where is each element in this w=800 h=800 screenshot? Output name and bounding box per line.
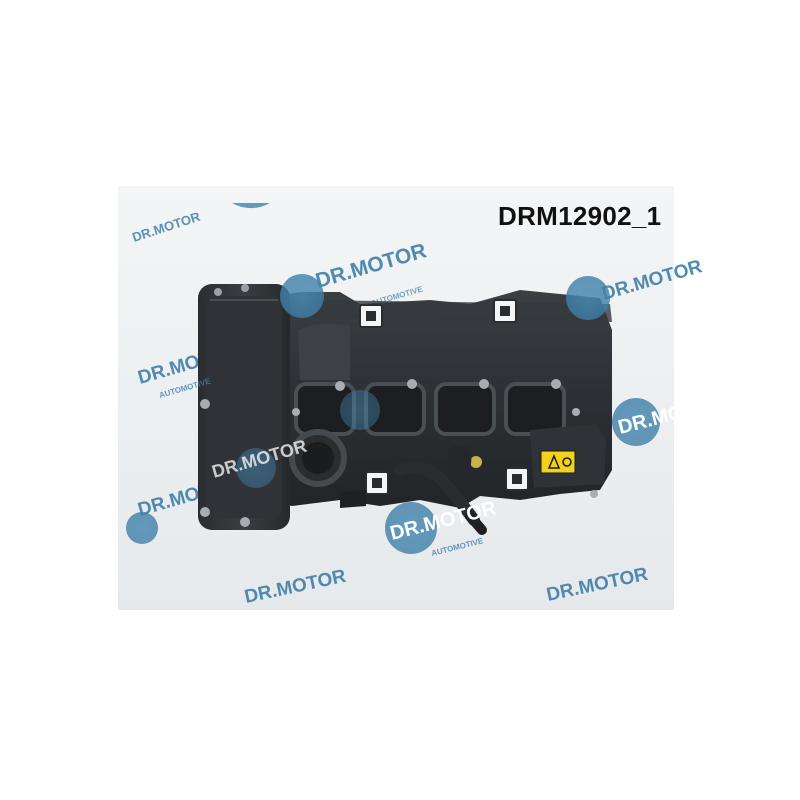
watermark-disc	[126, 512, 158, 544]
oil-filler-opening	[302, 442, 334, 474]
coil-wells	[292, 379, 580, 436]
clip-hole	[512, 474, 522, 484]
watermark-disc	[236, 448, 276, 488]
clip-hole	[372, 478, 382, 488]
warning-sticker-icon	[540, 450, 576, 474]
clip-hole	[500, 306, 510, 316]
bolt	[407, 379, 417, 389]
bolt	[479, 379, 489, 389]
coil-well	[504, 382, 566, 436]
watermark-disc	[280, 274, 324, 318]
sensor-port	[470, 456, 482, 468]
cover-dome	[298, 323, 350, 380]
watermark-text: DR.MOTOR	[313, 239, 429, 293]
watermark-text: DR.MOTOR	[243, 566, 348, 608]
bolt	[292, 408, 300, 416]
valve-cover	[198, 284, 612, 535]
bolt	[240, 517, 250, 527]
bolt	[551, 379, 561, 389]
watermark-disc	[612, 398, 660, 446]
watermark-tagline: AUTOMOTIVE	[430, 536, 484, 558]
bolt	[200, 399, 210, 409]
bolt	[241, 284, 249, 292]
oil-separator-top	[206, 296, 282, 518]
watermark-text: DR.MOTOR	[545, 564, 650, 606]
product-sku: DRM12902_1	[498, 201, 662, 231]
sensor-boss	[448, 445, 472, 476]
clip-hole	[366, 311, 376, 321]
watermark-text: DR.MOTOR	[130, 209, 202, 245]
pcv-hose-end	[465, 511, 487, 535]
watermark-disc	[385, 502, 437, 554]
bolt	[590, 490, 598, 498]
bolt	[214, 288, 222, 296]
bolt	[572, 408, 580, 416]
mount-bracket	[340, 490, 366, 508]
watermark-disc	[340, 390, 380, 430]
pcv-hose	[394, 461, 480, 526]
watermark-text: DR.MOTOR	[600, 256, 705, 305]
bolt	[335, 381, 345, 391]
watermark-disc	[232, 203, 270, 209]
bolt	[200, 507, 210, 517]
coil-well	[434, 382, 496, 436]
watermark-disc	[566, 276, 610, 320]
